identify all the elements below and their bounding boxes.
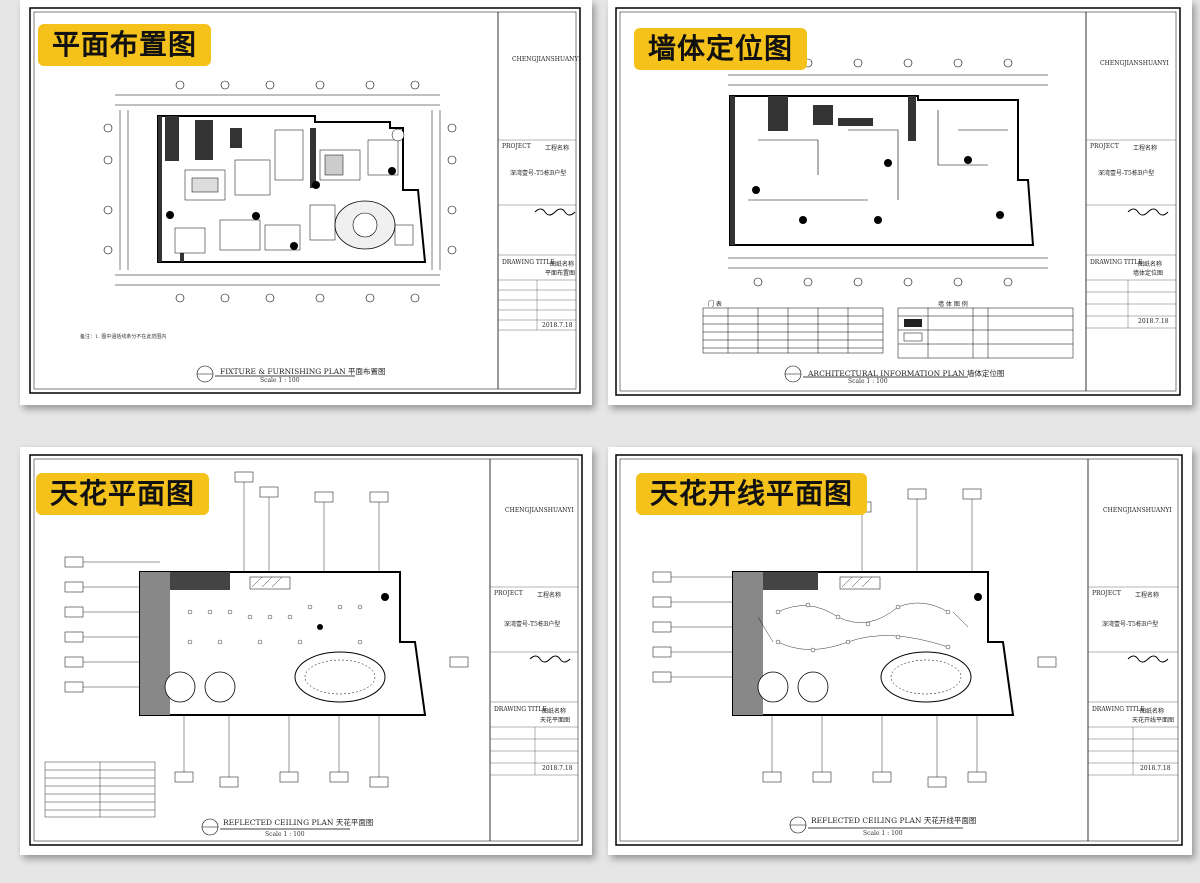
floor-plan-drawing xyxy=(29,7,581,394)
drawing-sheet-floor-plan: CHENGJIANSHUANYI PROJECT 工程名称 深湾壹号-T5栋B户… xyxy=(20,0,592,405)
project-label-cn: 工程名称 xyxy=(1133,145,1158,152)
drawing-caption: REFLECTED CEILING PLAN 天花开线平面图 xyxy=(811,816,977,825)
project-name: 深湾壹号-T5栋B户型 xyxy=(510,170,567,177)
project-label-cn: 工程名称 xyxy=(545,145,570,152)
drawing-sheet-wall-layout: CHENGJIANSHUANYI PROJECT 工程名称 深湾壹号-T5栋B户… xyxy=(608,0,1192,405)
company-name: CHENGJIANSHUANYI xyxy=(1100,60,1169,67)
project-name: 深湾壹号-T5栋B户型 xyxy=(1102,621,1159,628)
drawing-title-label-cn: 图纸名称 xyxy=(1140,708,1165,715)
wall-legend-title: 墙 体 图 例 xyxy=(938,301,968,308)
drawing-title-label-cn: 图纸名称 xyxy=(1138,261,1163,268)
project-label-cn: 工程名称 xyxy=(537,592,562,599)
drawing-date: 2018.7.18 xyxy=(1140,765,1171,772)
drawing-date: 2018.7.18 xyxy=(542,765,573,772)
drawing-title: 天花平面图 xyxy=(540,717,571,724)
drawing-caption: FIXTURE & FURNISHING PLAN 平面布置图 xyxy=(220,367,386,376)
drawing-title: 墙体定位图 xyxy=(1133,270,1164,277)
sheet-badge: 平面布置图 xyxy=(38,24,212,66)
ceiling-wiring-drawing xyxy=(615,454,1183,846)
company-name: CHENGJIANSHUANYI xyxy=(505,507,574,514)
drawing-caption: REFLECTED CEILING PLAN 天花平面图 xyxy=(223,818,374,827)
project-label: PROJECT xyxy=(502,143,531,150)
project-label: PROJECT xyxy=(1090,143,1119,150)
drawing-note: 备注：1. 图中涵括线条分不在此范围内 xyxy=(80,334,167,340)
drawing-scale: Scale 1 : 100 xyxy=(863,830,903,837)
drawing-sheet-ceiling-plan: CHENGJIANSHUANYI PROJECT 工程名称 深湾壹号-T5栋B户… xyxy=(20,447,592,855)
drawing-title: 平面布置图 xyxy=(545,270,576,277)
wall-layout-drawing xyxy=(615,7,1181,396)
drawing-title-label-cn: 图纸名称 xyxy=(550,261,575,268)
sheet-badge: 天花开线平面图 xyxy=(636,473,868,515)
ceiling-plan-drawing xyxy=(29,454,583,846)
drawing-caption: ARCHITECTURAL INFORMATION PLAN 墙体定位图 xyxy=(808,369,1005,378)
drawing-date: 2018.7.18 xyxy=(542,322,573,329)
sheet-badge: 天花平面图 xyxy=(36,473,210,515)
company-name: CHENGJIANSHUANYI xyxy=(512,56,581,63)
drawing-scale: Scale 1 : 100 xyxy=(260,377,300,384)
drawing-title: 天花开线平面图 xyxy=(1132,717,1175,724)
project-label: PROJECT xyxy=(1092,590,1121,597)
drawing-scale: Scale 1 : 100 xyxy=(848,378,888,385)
project-label-cn: 工程名称 xyxy=(1135,592,1160,599)
drawing-scale: Scale 1 : 100 xyxy=(265,831,305,838)
drawing-title-label: DRAWING TITLE xyxy=(494,706,547,713)
drawing-title-label: DRAWING TITLE xyxy=(502,259,555,266)
sheet-badge: 墙体定位图 xyxy=(634,28,808,70)
drawing-title-label: DRAWING TITLE xyxy=(1090,259,1143,266)
project-name: 深湾壹号-T5栋B户型 xyxy=(1098,170,1155,177)
project-name: 深湾壹号-T5栋B户型 xyxy=(504,621,561,628)
drawing-sheet-ceiling-wiring-plan: CHENGJIANSHUANYI PROJECT 工程名称 深湾壹号-T5栋B户… xyxy=(608,447,1192,855)
company-name: CHENGJIANSHUANYI xyxy=(1103,507,1172,514)
drawing-title-label-cn: 图纸名称 xyxy=(542,708,567,715)
door-schedule-title: 门 表 xyxy=(708,301,722,308)
project-label: PROJECT xyxy=(494,590,523,597)
drawing-title-label: DRAWING TITLE xyxy=(1092,706,1145,713)
drawing-date: 2018.7.18 xyxy=(1138,318,1169,325)
